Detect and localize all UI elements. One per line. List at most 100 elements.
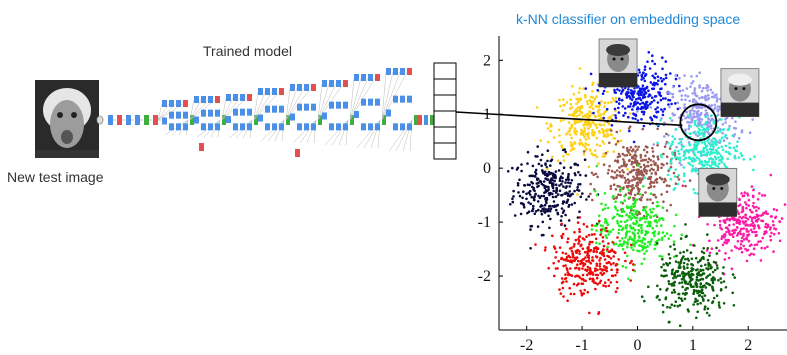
data-point	[742, 234, 745, 237]
conv-block	[233, 108, 238, 116]
data-point	[571, 84, 574, 88]
data-point	[662, 180, 666, 184]
data-point	[717, 304, 721, 307]
data-point	[752, 201, 755, 205]
data-point	[684, 94, 687, 97]
data-point	[740, 236, 744, 240]
data-point	[573, 127, 577, 130]
conv-block	[240, 94, 245, 101]
data-point	[740, 216, 744, 220]
data-point	[721, 123, 725, 126]
data-point	[571, 255, 575, 259]
data-point	[618, 239, 622, 243]
conv-block	[233, 94, 238, 101]
data-point	[660, 274, 663, 277]
data-point	[633, 204, 637, 207]
data-point	[633, 201, 637, 204]
data-point	[569, 126, 573, 130]
data-point	[584, 174, 588, 177]
data-point	[678, 264, 681, 267]
data-point	[571, 251, 574, 255]
data-point	[660, 162, 664, 166]
data-point	[643, 252, 646, 255]
data-point	[558, 184, 561, 187]
data-point	[628, 158, 631, 162]
data-point	[576, 163, 580, 167]
data-point	[674, 260, 678, 263]
data-point	[553, 247, 557, 250]
data-point	[633, 86, 636, 90]
data-point	[738, 220, 742, 223]
data-point	[644, 154, 647, 158]
data-point	[653, 83, 656, 87]
data-point	[669, 72, 672, 75]
data-point	[660, 224, 663, 227]
data-point	[577, 259, 580, 263]
data-point	[699, 258, 702, 262]
data-point	[556, 203, 560, 207]
data-point	[715, 294, 719, 298]
data-point	[576, 188, 579, 192]
data-point	[680, 299, 684, 303]
data-point	[737, 204, 740, 208]
data-point	[674, 168, 678, 171]
conv-block	[343, 123, 348, 131]
conv-block	[183, 123, 188, 131]
data-point	[558, 179, 562, 182]
data-point	[565, 101, 569, 104]
data-point	[623, 199, 626, 202]
data-point	[601, 155, 605, 158]
data-point	[716, 266, 719, 270]
data-point	[660, 79, 664, 83]
data-point	[595, 105, 598, 108]
data-point	[698, 290, 702, 293]
data-point	[719, 130, 722, 133]
data-point	[655, 181, 659, 184]
data-point	[696, 299, 699, 303]
data-point	[564, 181, 567, 184]
data-point	[664, 296, 668, 299]
data-point	[690, 263, 693, 266]
data-point	[742, 194, 746, 197]
data-point	[555, 186, 558, 190]
data-point	[653, 219, 657, 223]
data-point	[634, 212, 637, 216]
data-point	[612, 183, 616, 186]
data-point	[609, 263, 613, 266]
data-point	[648, 102, 652, 106]
data-point	[686, 95, 690, 98]
data-point	[573, 131, 576, 135]
data-point	[578, 235, 581, 239]
data-point	[561, 146, 564, 150]
data-point	[585, 259, 588, 263]
data-point	[594, 123, 598, 127]
data-point	[678, 161, 681, 165]
data-point	[624, 259, 627, 263]
conv-block	[297, 123, 302, 131]
data-point	[677, 261, 680, 264]
data-point	[633, 239, 636, 243]
data-point	[642, 94, 646, 97]
data-point	[576, 193, 579, 196]
data-point	[755, 233, 758, 237]
conv-block	[208, 123, 213, 131]
data-point	[724, 238, 728, 242]
conv-block	[240, 123, 245, 131]
data-point	[550, 171, 553, 175]
data-point	[610, 274, 614, 278]
data-point	[589, 100, 592, 103]
data-point	[580, 261, 584, 265]
data-point	[595, 255, 599, 259]
x-tick-label: 0	[633, 337, 641, 354]
data-point	[713, 268, 717, 272]
data-point	[652, 207, 655, 211]
data-point	[624, 181, 627, 184]
data-point	[778, 220, 781, 223]
data-point	[715, 264, 719, 267]
data-point	[680, 163, 683, 167]
concat-block	[414, 115, 418, 125]
data-point	[587, 233, 591, 237]
conv-block	[265, 105, 270, 113]
cluster	[534, 216, 635, 316]
data-point	[629, 189, 633, 192]
